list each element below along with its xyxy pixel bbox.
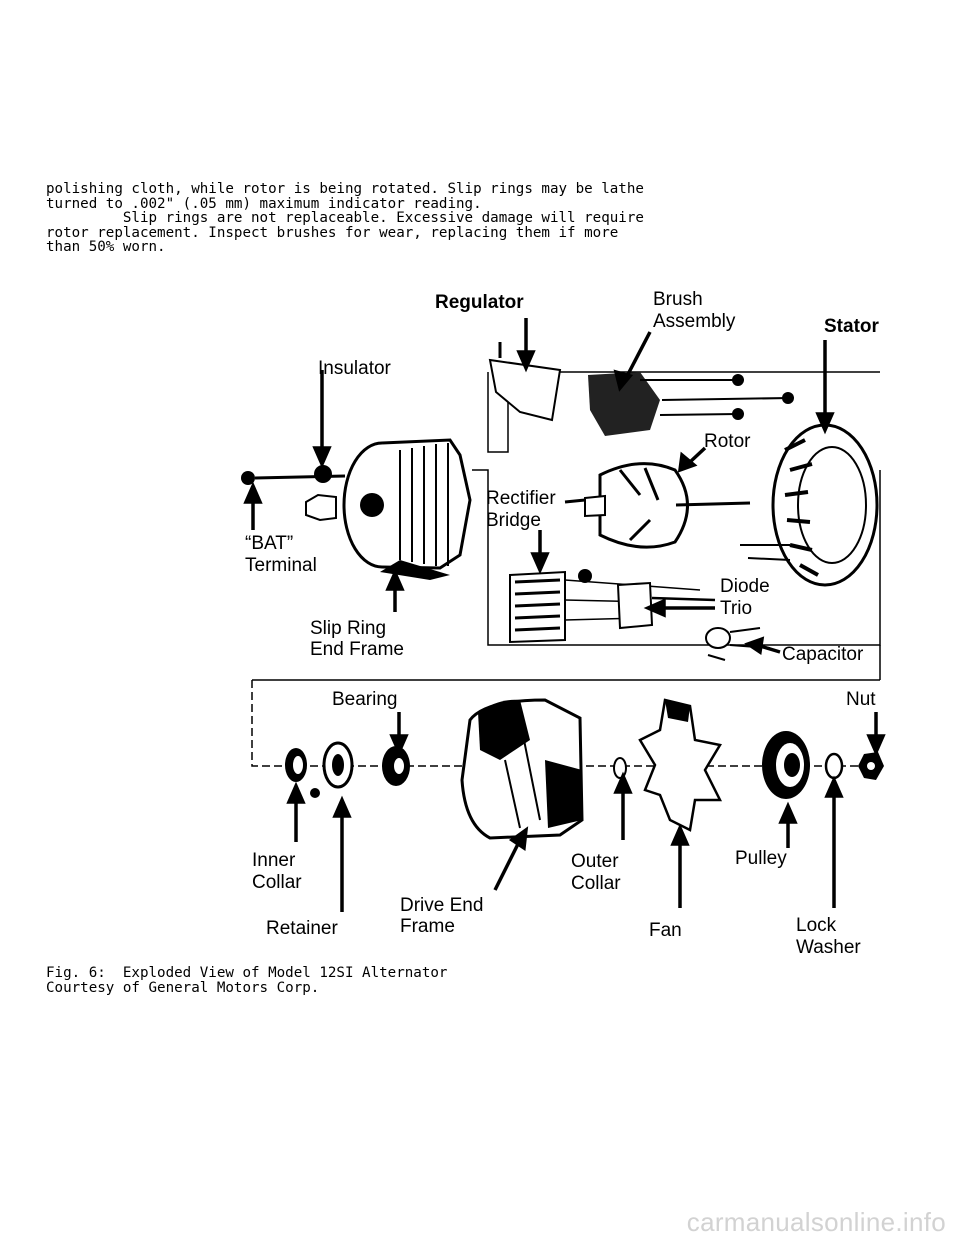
body-line: than 50% worn. <box>46 239 166 255</box>
slip-ring-end-frame-part <box>342 438 472 580</box>
rotor-part <box>564 462 751 549</box>
label-bearing: Bearing <box>332 689 398 710</box>
body-line: turned to .002" (.05 mm) maximum indicat… <box>46 195 482 212</box>
label-inner-collar-line1: Inner <box>252 850 296 871</box>
label-slip-ring-line2: End Frame <box>310 639 404 660</box>
drive-end-frame-part <box>460 698 584 840</box>
label-retainer: Retainer <box>266 918 338 939</box>
retainer-part <box>310 741 354 798</box>
rectifier-bridge-part <box>509 569 701 644</box>
label-inner-collar-line2: Collar <box>252 872 302 893</box>
label-capacitor: Capacitor <box>782 644 864 665</box>
label-bat-line2: Terminal <box>245 555 317 576</box>
brush-assembly-part <box>588 372 794 436</box>
caption-credit: Courtesy of General Motors Corp. <box>46 979 320 996</box>
label-pulley: Pulley <box>735 848 787 869</box>
inner-collar-part <box>285 748 307 782</box>
watermark: carmanualsonline.info <box>686 1207 946 1237</box>
fan-part <box>638 698 723 832</box>
label-stator: Stator <box>824 316 880 337</box>
label-lock-washer-line2: Washer <box>796 937 861 958</box>
label-brush-line2: Assembly <box>653 311 736 332</box>
label-drive-end-line1: Drive End <box>400 895 483 916</box>
label-outer-collar-line2: Collar <box>571 873 621 894</box>
label-lock-washer-line1: Lock <box>796 915 837 936</box>
body-paragraph: polishing cloth, while rotor is being ro… <box>46 182 726 255</box>
label-brush-line1: Brush <box>653 289 703 310</box>
stator-part <box>740 423 879 587</box>
label-rectifier-line2: Bridge <box>486 510 541 531</box>
label-rotor: Rotor <box>704 431 751 452</box>
bearing-part <box>382 746 410 786</box>
capacitor-part <box>705 627 771 661</box>
label-rectifier-line1: Rectifier <box>486 488 556 509</box>
body-line: Slip rings are not replaceable. Excessiv… <box>46 210 644 226</box>
label-regulator: Regulator <box>435 292 524 313</box>
lock-washer-part <box>824 752 844 780</box>
body-line: rotor replacement. Inspect brushes for w… <box>46 224 619 241</box>
label-bat-line1: “BAT” <box>245 533 293 554</box>
label-outer-collar-line1: Outer <box>571 851 619 872</box>
label-drive-end-line2: Frame <box>400 916 455 937</box>
label-insulator: Insulator <box>318 358 392 379</box>
figure-caption: Fig. 6: Exploded View of Model 12SI Alte… <box>46 966 447 995</box>
label-slip-ring-line1: Slip Ring <box>310 618 386 639</box>
label-diode-line1: Diode <box>720 576 770 597</box>
pointer-arrows <box>243 318 886 912</box>
diode-trio-part <box>616 581 716 630</box>
label-diode-line2: Trio <box>720 598 752 619</box>
body-line: polishing cloth, while rotor is being ro… <box>46 181 644 197</box>
pulley-part <box>762 731 810 799</box>
regulator-part <box>488 342 562 422</box>
bat-terminal-part <box>241 465 346 522</box>
caption-line: Fig. 6: Exploded View of Model 12SI Alte… <box>46 965 448 981</box>
label-fan: Fan <box>649 920 682 941</box>
label-nut: Nut <box>846 689 876 710</box>
nut-part <box>858 752 884 780</box>
